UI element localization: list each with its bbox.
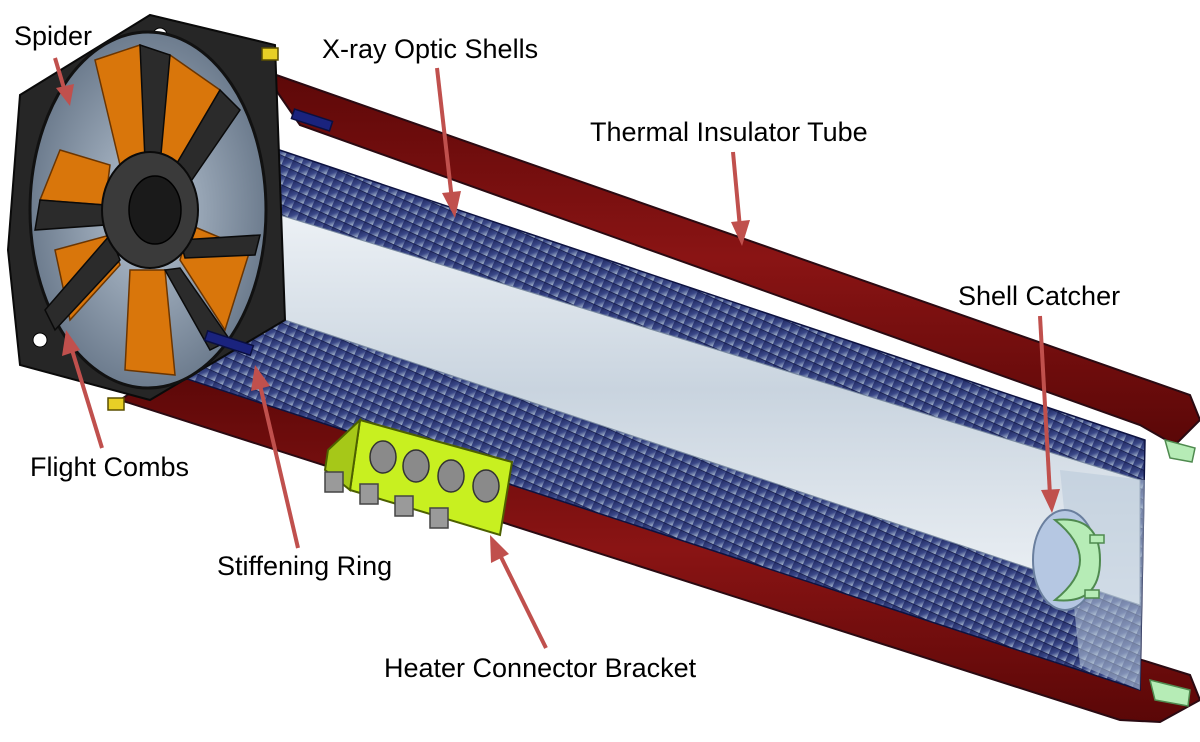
flange-fitting-bottom <box>107 397 125 411</box>
arrowhead-shell-catcher <box>1041 489 1060 513</box>
label-heater-connector-bracket: Heater Connector Bracket <box>384 653 697 683</box>
label-stiffening-ring: Stiffening Ring <box>217 551 392 581</box>
flange-fitting-top <box>261 47 279 61</box>
arrow-shell-catcher <box>1038 315 1052 496</box>
arrow-heater-connector-bracket <box>498 554 548 649</box>
label-flight-combs: Flight Combs <box>30 452 189 482</box>
label-shell-catcher: Shell Catcher <box>958 281 1120 311</box>
heater-connector-bracket <box>323 417 514 537</box>
arrowhead-xray-optic-shells <box>442 191 461 218</box>
arrow-stiffening-ring <box>258 384 300 549</box>
spider-assembly <box>6 13 287 402</box>
callout-arrows <box>53 57 1060 649</box>
arrow-xray-optic-shells <box>435 67 454 201</box>
arrow-thermal-insulator-tube <box>731 151 742 229</box>
stiffening-ring <box>203 108 334 357</box>
label-spider: Spider <box>14 21 92 51</box>
arrow-flight-combs <box>70 349 104 449</box>
arrowhead-flight-combs <box>62 330 80 356</box>
label-xray-optic-shells: X-ray Optic Shells <box>322 34 538 64</box>
arrowhead-stiffening-ring <box>251 365 270 391</box>
shell-catcher <box>1032 509 1105 611</box>
spider-spokes <box>34 43 261 351</box>
tube-end-fitting-bottom <box>1148 678 1191 707</box>
arrowhead-thermal-insulator-tube <box>731 220 750 246</box>
arrowhead-spider <box>56 84 74 106</box>
tube-end-fitting-top <box>1163 438 1196 463</box>
label-thermal-insulator-tube: Thermal Insulator Tube <box>590 117 868 147</box>
arrowhead-heater-connector-bracket <box>490 535 509 563</box>
